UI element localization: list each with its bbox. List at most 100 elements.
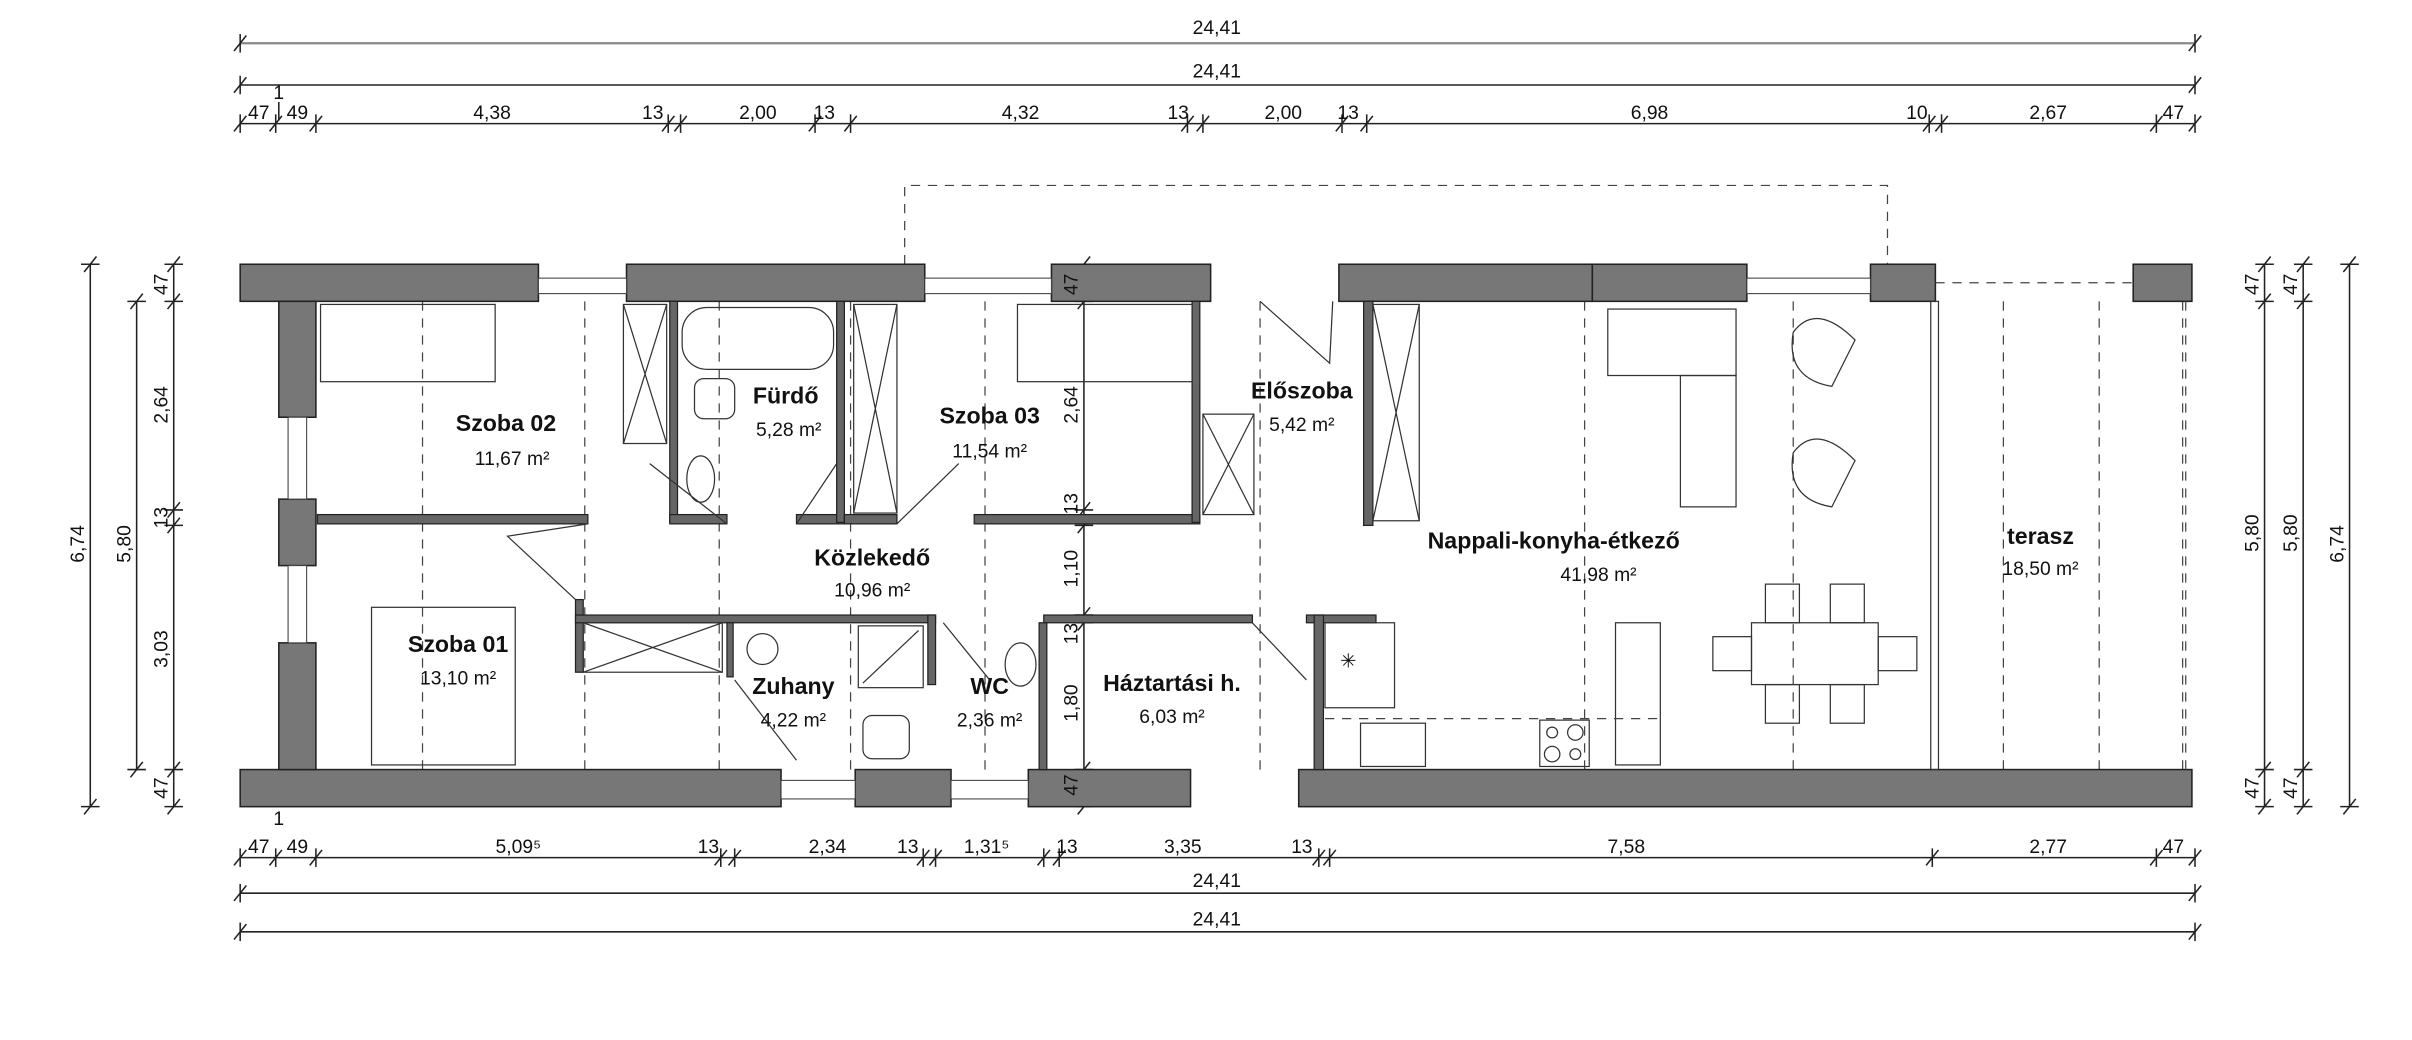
double-bed-szoba-01 <box>370 606 516 766</box>
right-segment-label: 47 <box>2281 274 2302 295</box>
room-area-haztartasi: 6,03 m² <box>1139 707 1205 728</box>
room-labels: Szoba 02 11,67 m² Fürdő 5,28 m² Szoba 03… <box>408 378 2079 732</box>
top-segment-label: 10 <box>1906 103 1927 124</box>
left-segment-label: 13 <box>152 507 173 528</box>
right-segment-label: 47 <box>2242 274 2263 295</box>
sofa-icon <box>1607 308 1737 377</box>
bathtub-icon <box>681 306 835 370</box>
interior-segment-label: 47 <box>1062 774 1083 795</box>
wardrobe-szoba-03 <box>853 303 898 514</box>
bottom-segment-label: 47 <box>2163 837 2184 858</box>
top-segment-label: 13 <box>642 103 663 124</box>
room-name-kozlekedo: Közlekedő <box>814 545 930 571</box>
bed-szoba-03 <box>1016 303 1193 383</box>
top-segment-label: 13 <box>1337 103 1358 124</box>
kitchen-island <box>1614 622 1661 766</box>
bottom-segment-label: 3,35 <box>1164 837 1202 858</box>
room-name-terasz: terasz <box>2007 523 2074 549</box>
bottom-segment-label: 49 <box>287 837 308 858</box>
top-segment-label: 47 <box>248 103 269 124</box>
room-name-szoba-02: Szoba 02 <box>456 410 556 436</box>
interior-segment-label: 13 <box>1062 623 1083 644</box>
interior-segment-label: 13 <box>1062 493 1083 514</box>
bottom-segment-label: 1,31⁵ <box>964 837 1010 858</box>
room-area-szoba-03: 11,54 m² <box>952 441 1027 462</box>
fridge-icon <box>1324 622 1396 709</box>
room-name-furdo: Fürdő <box>753 382 819 408</box>
bottom-total-label-2: 24,41 <box>1193 910 1241 931</box>
room-name-wc: WC <box>970 673 1009 699</box>
room-name-szoba-01: Szoba 01 <box>408 631 509 657</box>
bottom-total-label-1: 24,41 <box>1193 871 1241 892</box>
left-segment-label: 3,03 <box>152 630 173 668</box>
axis-marker-bottom: 1 <box>273 809 284 830</box>
sink-icon <box>1359 722 1427 768</box>
right-segment-label: 5,80 <box>2242 514 2263 552</box>
right-segment-label: 5,80 <box>2281 514 2302 552</box>
top-segment-label: 4,32 <box>1002 103 1040 124</box>
top-segment-label: 49 <box>287 103 308 124</box>
room-area-terasz: 18,50 m² <box>2002 559 2079 580</box>
wardrobe-hall <box>1372 303 1420 522</box>
top-segment-label: 4,38 <box>473 103 511 124</box>
top-total-label-2: 24,41 <box>1193 61 1241 82</box>
room-area-wc: 2,36 m² <box>957 710 1023 731</box>
top-segment-label: 6,98 <box>1631 103 1669 124</box>
room-area-szoba-02: 11,67 m² <box>475 449 550 470</box>
room-name-szoba-03: Szoba 03 <box>939 402 1040 428</box>
wardrobe-szoba-02 <box>622 303 668 445</box>
left-segment-label: 2,64 <box>152 386 173 424</box>
washbasin-icon <box>686 455 716 503</box>
dining-table-icon <box>1750 622 1879 686</box>
armchair-icon-2 <box>1791 438 1856 508</box>
armchair-icon <box>1791 318 1856 388</box>
left-segment-label: 47 <box>152 777 173 798</box>
axis-marker-top: 1 <box>273 83 284 104</box>
top-segment-label: 13 <box>814 103 835 124</box>
toilet-icon <box>693 377 736 420</box>
left-total-label: 6,74 <box>68 525 89 563</box>
room-name-zuhany: Zuhany <box>752 673 834 699</box>
interior-segment-label: 1,10 <box>1062 550 1083 588</box>
bottom-segment-label: 5,09⁵ <box>496 837 542 858</box>
room-area-zuhany: 4,22 m² <box>761 710 827 731</box>
top-total-label-1: 24,41 <box>1193 18 1241 39</box>
bottom-segment-label: 13 <box>698 837 719 858</box>
bottom-segment-label: 13 <box>897 837 918 858</box>
wardrobe-szoba-01 <box>582 622 723 673</box>
top-segment-label: 13 <box>1167 103 1188 124</box>
bottom-segment-label: 47 <box>248 837 269 858</box>
exterior-walls <box>239 263 2193 808</box>
interior-segment-label: 1,80 <box>1062 684 1083 722</box>
shower-tray-icon <box>857 625 924 689</box>
room-area-furdo: 5,28 m² <box>756 420 822 441</box>
furniture: ✳ <box>319 300 1918 768</box>
room-name-eloszoba: Előszoba <box>1251 378 1354 404</box>
bed-szoba-02 <box>319 303 496 383</box>
bottom-segment-label: 2,77 <box>2029 837 2067 858</box>
top-segment-label: 47 <box>2163 103 2184 124</box>
bottom-segment-label: 13 <box>1056 837 1077 858</box>
interior-segment-label: 2,64 <box>1062 386 1083 424</box>
roof-overhang-outline <box>904 184 1889 265</box>
right-total-label: 6,74 <box>2327 525 2348 563</box>
wardrobe-eloszoba <box>1202 413 1255 516</box>
room-area-szoba-01: 13,10 m² <box>420 669 497 690</box>
room-name-haztartasi: Háztartási h. <box>1103 670 1241 696</box>
bottom-segment-label: 2,34 <box>809 837 847 858</box>
room-area-nappali: 41,98 m² <box>1560 565 1637 586</box>
right-segment-label: 47 <box>2242 777 2263 798</box>
cooktop-icon <box>1539 719 1590 768</box>
bottom-segment-label: 7,58 <box>1608 837 1646 858</box>
structural-grid <box>421 301 2184 770</box>
top-segment-label: 2,00 <box>739 103 777 124</box>
room-area-kozlekedo: 10,96 m² <box>834 580 911 601</box>
bottom-segment-label: 13 <box>1291 837 1312 858</box>
room-name-nappali: Nappali-konyha-étkező <box>1428 528 1680 554</box>
door-swing <box>506 523 588 601</box>
snowflake-icon: ✳ <box>1340 652 1356 673</box>
interior-walls <box>316 300 1377 771</box>
interior-segment-label: 47 <box>1062 274 1083 295</box>
